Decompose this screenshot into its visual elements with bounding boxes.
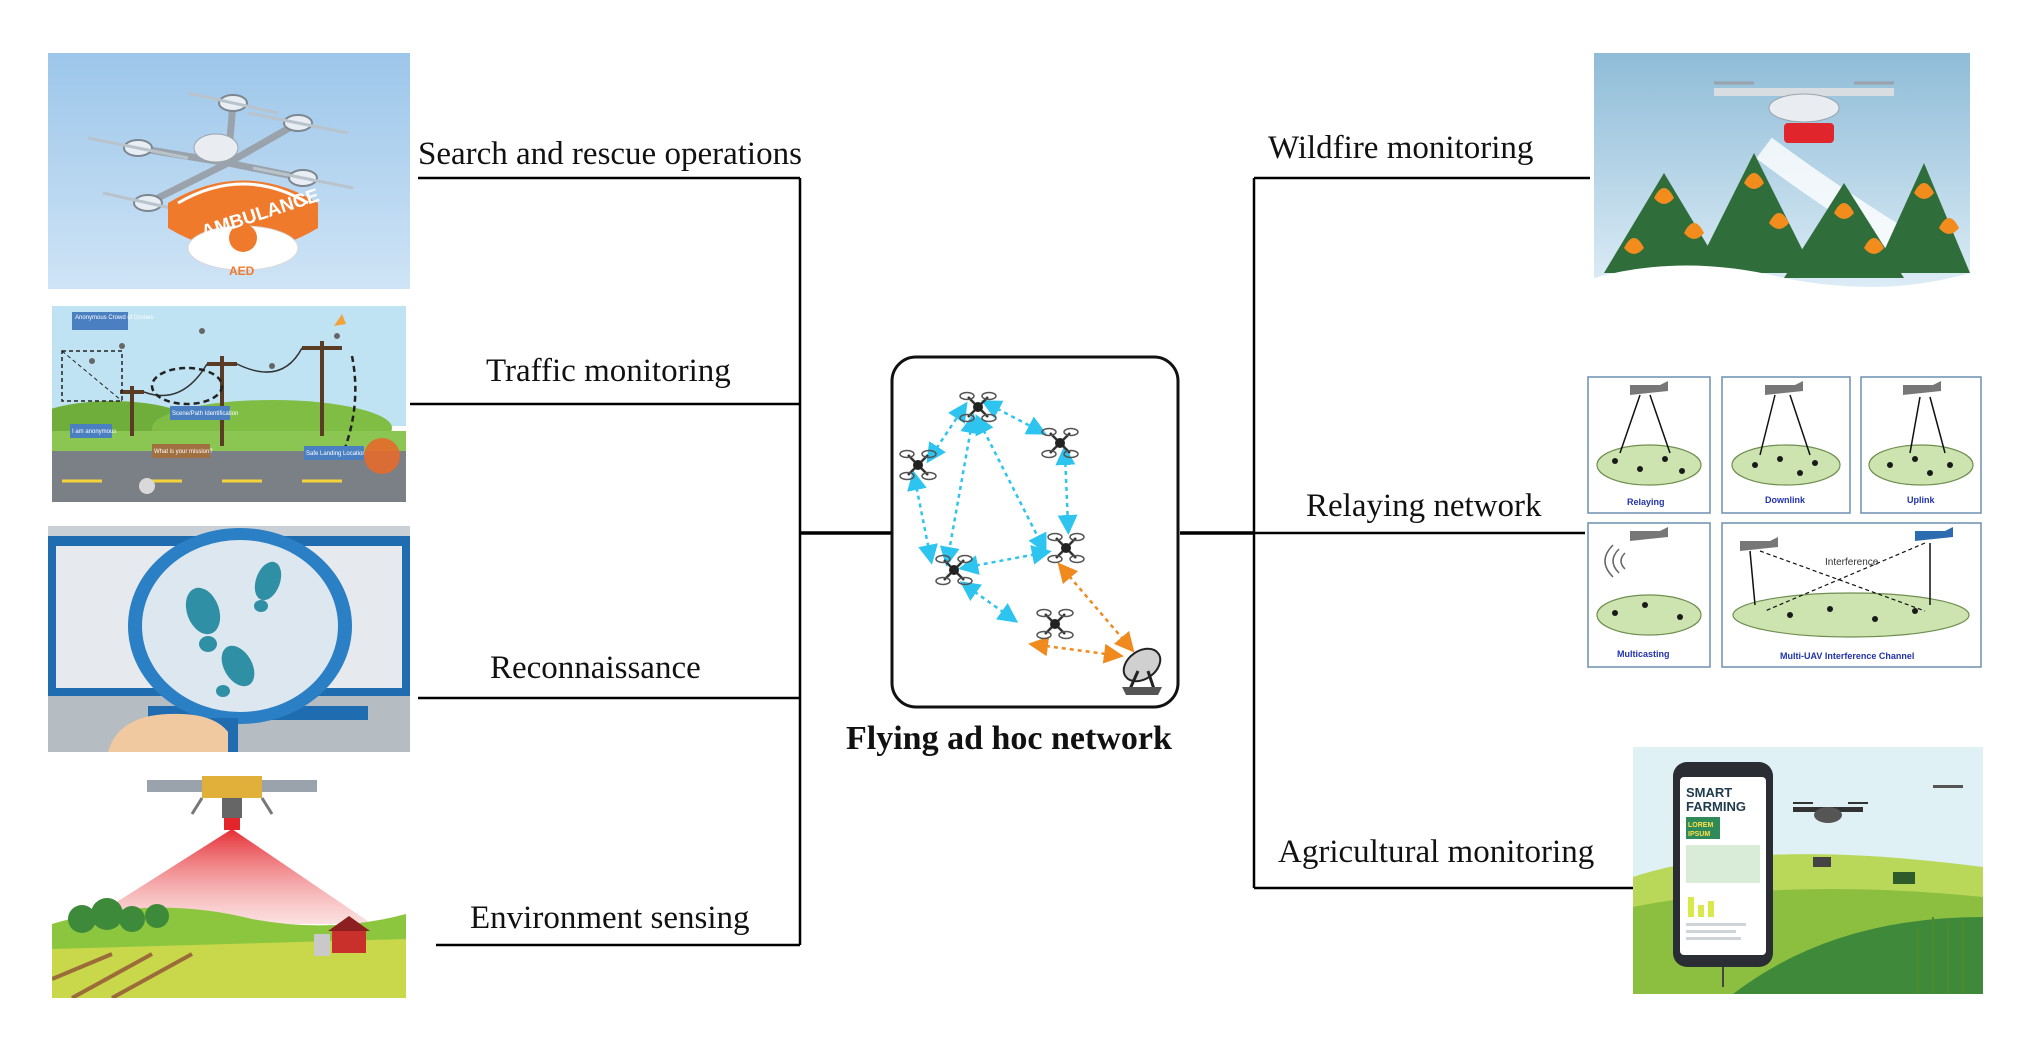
reconnaissance-image: [48, 526, 410, 752]
uav-links: [907, 400, 1078, 623]
fanet-network-box: [890, 355, 1180, 709]
relay-panel-uplink: Uplink: [1907, 495, 1935, 505]
relay-panel-interference: Multi-UAV Interference Channel: [1780, 651, 1914, 661]
label-wildfire-monitoring: Wildfire monitoring: [1268, 130, 1534, 166]
label-environment-sensing: Environment sensing: [470, 900, 750, 936]
center-title: Flying ad hoc network: [846, 720, 1172, 757]
label-reconnaissance: Reconnaissance: [490, 650, 701, 686]
environment-sensing-image: [52, 774, 406, 998]
farming-badge-2: IPSUM: [1688, 831, 1710, 838]
aed-badge: AED: [229, 264, 255, 278]
traffic-note-4: What is your mission?: [154, 449, 213, 455]
farming-title-1: SMART: [1686, 785, 1732, 800]
relay-panel-multicasting: Multicasting: [1617, 649, 1670, 659]
wildfire-monitoring-image: [1594, 53, 1970, 297]
traffic-note-2: I am anonymous: [72, 429, 116, 435]
traffic-monitoring-image: Anonymous Crowd of Drones I am anonymous…: [52, 306, 406, 502]
traffic-note-5: Safe Landing Location: [306, 451, 366, 457]
label-search-rescue: Search and rescue operations: [418, 136, 802, 172]
relay-panel-relaying: Relaying: [1627, 497, 1665, 507]
traffic-note-1: Anonymous Crowd of Drones: [75, 315, 153, 321]
relaying-network-image: Relaying Downlink Uplink Multicasting Mu…: [1585, 373, 1983, 673]
ground-links: [1028, 562, 1135, 664]
ambulance-drone-image: AMBULANCE AED: [48, 53, 410, 289]
farming-badge-1: LOREM: [1688, 822, 1713, 829]
relay-panel-downlink: Downlink: [1765, 495, 1806, 505]
label-traffic-monitoring: Traffic monitoring: [486, 353, 731, 389]
ground-station-icon: [1122, 647, 1162, 695]
agricultural-monitoring-image: SMART FARMING LOREM IPSUM: [1633, 747, 1983, 994]
traffic-note-3: Scene/Path Identification: [172, 411, 238, 417]
relay-interference-label: Interference: [1825, 557, 1879, 568]
label-agricultural-monitoring: Agricultural monitoring: [1278, 834, 1595, 870]
label-relaying-network: Relaying network: [1306, 488, 1542, 524]
farming-title-2: FARMING: [1686, 799, 1746, 814]
